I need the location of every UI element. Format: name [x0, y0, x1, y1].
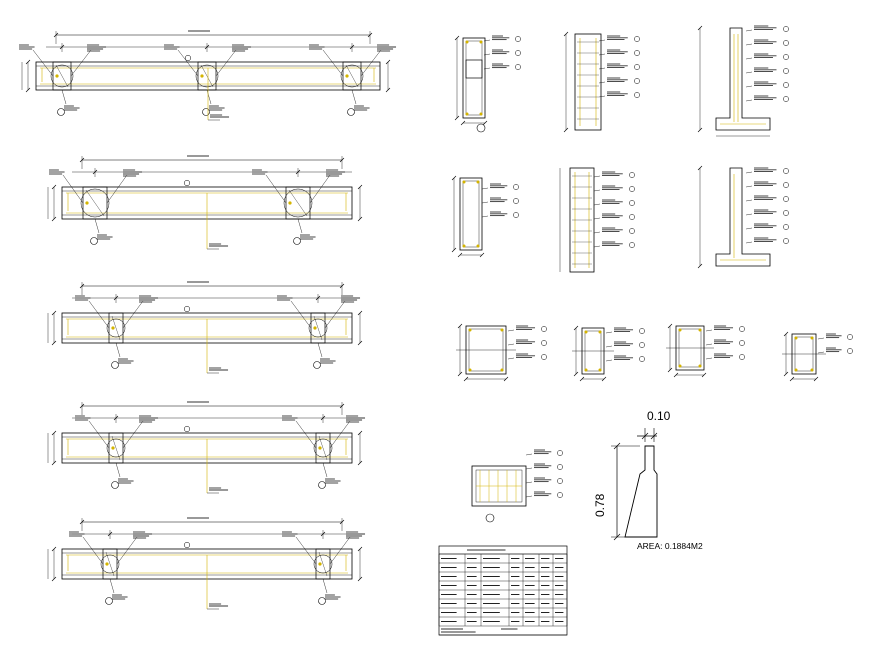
column-section-detail — [454, 35, 521, 133]
beam-elevation — [47, 281, 363, 374]
wall-elevation-detail — [559, 167, 635, 273]
beam-elevation — [47, 401, 366, 494]
wall-elevation-detail — [563, 31, 640, 133]
parapet-height-label: 0.78 — [593, 493, 607, 517]
parapet-width-label: 0.10 — [647, 409, 671, 423]
parapet-section: 0.10 0.78 AREA: 0.1884M2 — [593, 409, 703, 551]
parapet-area-label: AREA: 0.1884M2 — [637, 541, 703, 551]
column-section-detail — [451, 175, 519, 258]
beam-elevation — [47, 517, 366, 610]
beam-section-detail — [782, 331, 853, 382]
beam-elevation — [47, 155, 363, 250]
footing-section-detail — [471, 449, 563, 523]
beam-elevations — [19, 30, 397, 610]
beam-section-detail — [456, 323, 547, 382]
parapet-profile — [624, 445, 658, 538]
beam-section-detail — [666, 323, 745, 378]
retaining-wall-section — [697, 165, 789, 269]
beam-elevation — [19, 30, 397, 121]
retaining-wall-section — [697, 25, 789, 137]
section-details — [451, 25, 853, 523]
beam-section-detail — [572, 325, 645, 382]
summary-table — [438, 545, 568, 636]
